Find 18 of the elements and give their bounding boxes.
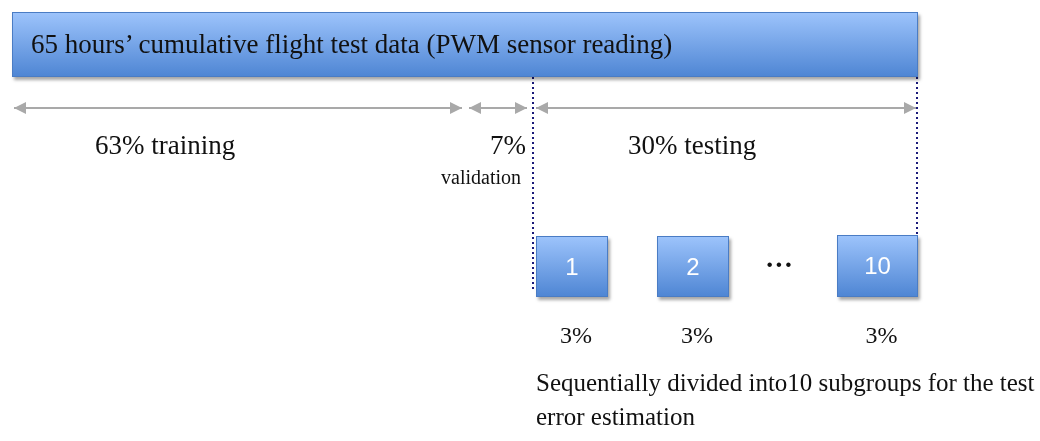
subgroup-number: 2 [686,252,700,281]
percentage-label: 3% [681,322,713,349]
percentage-label: 3% [865,322,898,349]
dimension-label: validation [440,165,521,190]
dimension-label: 30% testing [628,129,757,162]
subgroup-box [536,236,608,297]
subgroup-box [657,236,729,297]
percentage-label: 3% [560,322,592,349]
dimension-label: 7% [490,129,526,162]
data-bar [12,12,918,77]
subgroup-number: 1 [565,252,579,281]
ellipsis-text: ··· [765,248,793,282]
caption-text: Sequentially divided into10 subgroups for the test error estimation [536,368,1036,432]
dimension-label: 63% training [95,129,236,162]
subgroup-number: 10 [864,252,891,280]
subgroup-box [837,235,918,297]
guide-line [532,76,534,292]
bar-title: 65 hours’ cumulative flight test data (PWM sensor reading) [31,29,673,60]
